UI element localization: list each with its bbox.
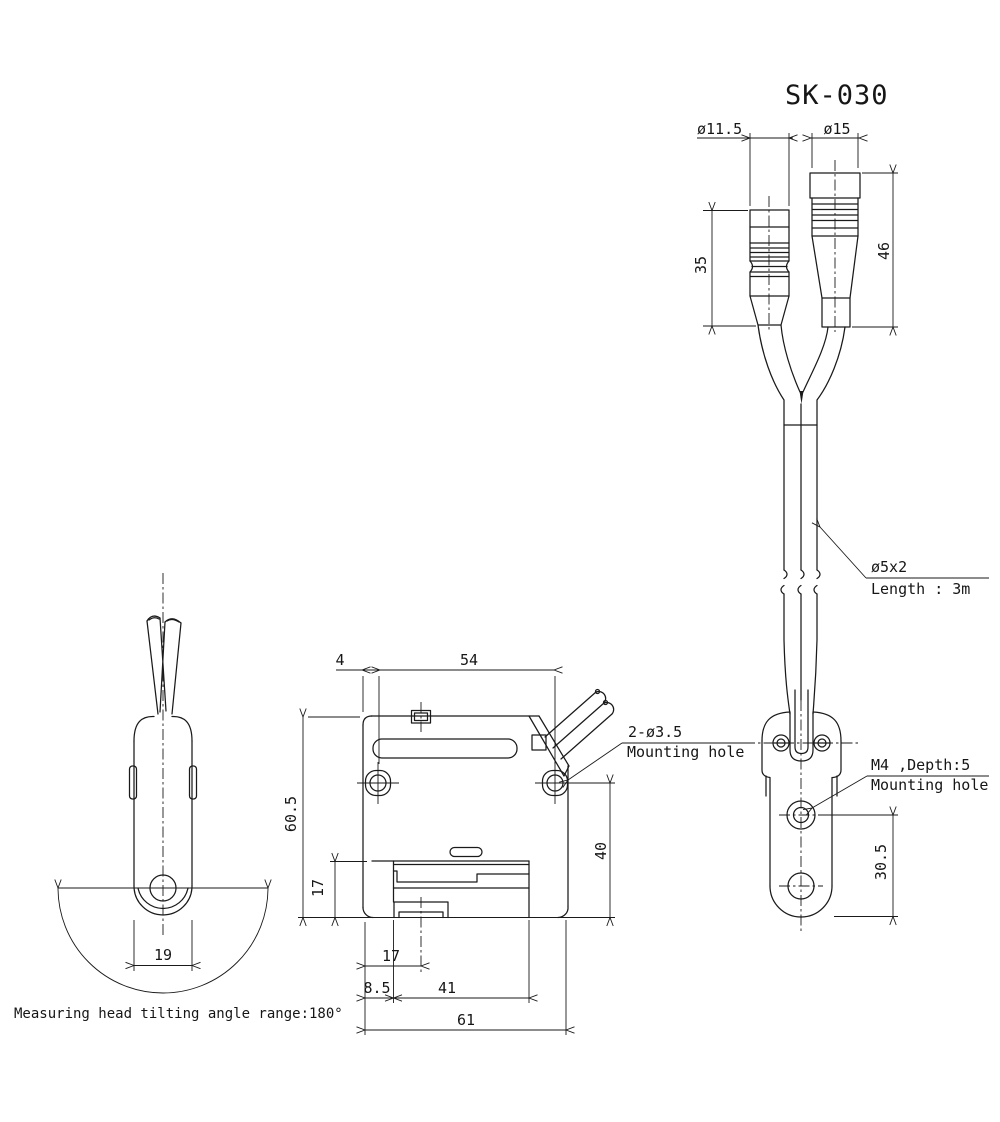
dim-body-height: 60.5 <box>282 717 360 918</box>
dim-label-body-height: 60.5 <box>282 796 300 832</box>
dim-label-hole-to-bottom: 40 <box>592 842 610 860</box>
dim-label-head-width: 19 <box>154 946 172 964</box>
head-side-outline <box>58 573 268 994</box>
plug-connector-view: ø11.5 ø15 35 46 ø5x2 Length : 3m <box>692 120 989 715</box>
dim-label-edge-to-hole: 4 <box>335 651 344 669</box>
dim-hole-spacing: 54 <box>378 651 555 764</box>
dim-large-plug-dia: ø15 <box>811 120 859 168</box>
dim-small-plug-dia: ø11.5 <box>697 120 793 206</box>
m4-hole-label: Mounting hole <box>871 776 988 794</box>
dim-base-height: 17 <box>309 862 367 918</box>
large-plug-outline <box>809 160 861 332</box>
dim-large-plug-len: 46 <box>852 173 898 327</box>
dim-label-base-width: 41 <box>438 979 456 997</box>
main-body-view: 4 54 60.5 17 40 17 <box>282 651 745 1035</box>
drawing-title: SK-030 <box>785 80 889 111</box>
dim-small-plug-len: 35 <box>692 211 756 327</box>
dim-base-width: 41 <box>394 920 530 1003</box>
dim-head-width: 19 <box>134 920 192 971</box>
dim-label-head-hole-offset: 30.5 <box>872 844 890 880</box>
tilt-range-arc <box>58 888 268 994</box>
hole-spec-label: 2-ø3.5 <box>628 723 682 741</box>
dim-label-large-plug-len: 46 <box>875 242 893 260</box>
dim-label-large-plug-dia: ø15 <box>823 120 850 138</box>
dim-label-base-height: 17 <box>309 879 327 897</box>
cable-length-label: Length : 3m <box>871 580 970 598</box>
dim-label-base-left: 8.5 <box>363 979 390 997</box>
body-outline <box>357 688 615 972</box>
small-plug-outline <box>749 196 790 330</box>
m4-spec-label: M4 ,Depth:5 <box>871 756 970 774</box>
dim-head-hole-offset: 30.5 <box>818 815 898 917</box>
m4-hole-callout: M4 ,Depth:5 Mounting hole <box>812 756 989 808</box>
head-front-outline <box>744 689 858 933</box>
measuring-head-front-view: M4 ,Depth:5 Mounting hole 30.5 <box>744 689 989 933</box>
dim-label-hole-spacing: 54 <box>460 651 478 669</box>
mounting-hole-callout: 2-ø3.5 Mounting hole <box>568 723 745 780</box>
dim-foot-center: 17 <box>365 922 421 1035</box>
dim-hole-to-bottom: 40 <box>573 783 615 918</box>
dim-label-small-plug-len: 35 <box>692 256 710 274</box>
cable-callout: ø5x2 Length : 3m <box>820 527 989 598</box>
cable-y-split <box>757 324 846 715</box>
dim-label-body-width: 61 <box>457 1011 475 1029</box>
dim-base-left: 8.5 <box>363 920 393 1003</box>
dim-label-foot-center: 17 <box>382 947 400 965</box>
tilt-range-note: Measuring head tilting angle range:180° <box>14 1006 343 1022</box>
cable-spec-label: ø5x2 <box>871 558 907 576</box>
dim-edge-to-hole: 4 <box>335 651 555 712</box>
hole-label: Mounting hole <box>627 743 744 761</box>
dim-body-width: 61 <box>365 920 566 1035</box>
measuring-head-side-view: 19 Measuring head tilting angle range:18… <box>14 573 343 1022</box>
dim-label-small-plug-dia: ø11.5 <box>697 120 742 138</box>
